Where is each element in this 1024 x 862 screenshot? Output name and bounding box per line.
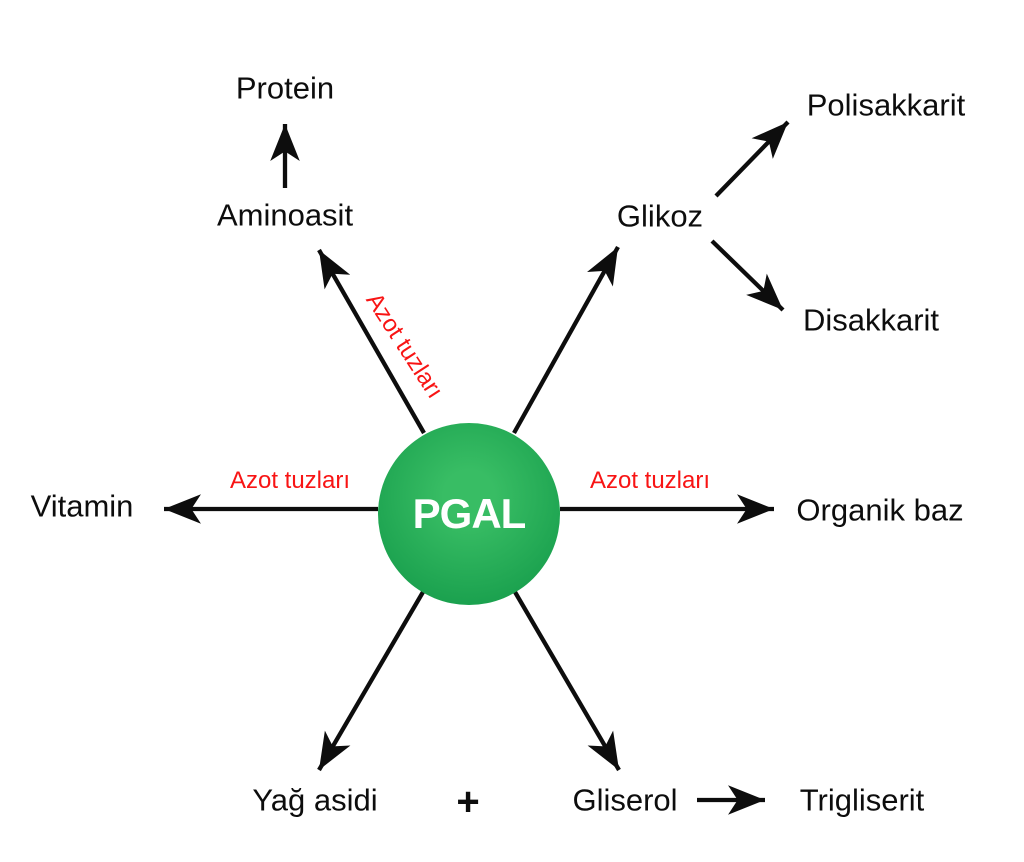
node-label-vitamin: Vitamin — [30, 488, 134, 524]
pgal-node-label: PGAL — [412, 490, 527, 537]
node-label-yag-asidi: Yağ asidi — [252, 782, 378, 818]
pgal-node: PGAL — [378, 423, 560, 605]
node-label-polisakkarit: Polisakkarit — [806, 87, 966, 123]
node-label-disakkarit: Disakkarit — [802, 302, 940, 338]
arrow-pgal-to-yag-asidi — [317, 590, 425, 772]
plus-sign: + — [456, 780, 480, 824]
node-label-trigliserit: Trigliserit — [799, 782, 925, 818]
node-label-gliserol: Gliserol — [572, 782, 678, 818]
arrow-pgal-to-gliserol — [513, 590, 621, 772]
node-label-organik-baz: Organik baz — [796, 492, 964, 528]
arrow-pgal-to-glikoz — [512, 245, 620, 435]
node-label-glikoz: Glikoz — [616, 198, 704, 234]
edge-label-azot-tuzlari-right: Azot tuzları — [589, 467, 711, 494]
node-label-aminoasit: Aminoasit — [216, 197, 354, 233]
edge-label-azot-tuzlari-left: Azot tuzları — [229, 467, 351, 494]
arrow-glikoz-to-disakkarit — [710, 239, 785, 312]
arrow-pgal-to-aminoasit — [317, 248, 426, 435]
arrow-glikoz-to-polisakkarit — [714, 120, 790, 198]
node-label-protein: Protein — [235, 70, 335, 106]
